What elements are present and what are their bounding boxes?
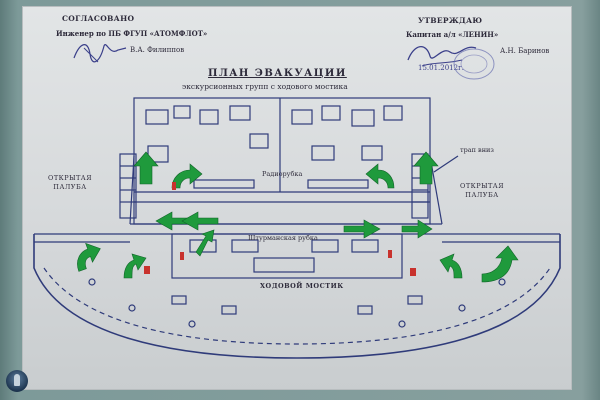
fire-extinguisher-icon xyxy=(172,182,176,190)
plan-subtitle: экскурсионных групп с ходового мостика xyxy=(182,82,348,91)
site-logo-icon xyxy=(6,370,28,392)
bridge-label: ХОДОВОЙ МОСТИК xyxy=(260,282,344,290)
signature-confirm xyxy=(407,46,477,67)
approved-role: Инженер по ПБ ФГУП «АТОМФЛОТ» xyxy=(56,29,208,38)
evacuation-arrow-icon xyxy=(133,151,159,185)
confirm-role: Капитан а/л «ЛЕНИН» xyxy=(406,30,499,39)
ladder-down-label: трап вниз xyxy=(460,146,494,154)
fire-extinguisher-icon xyxy=(388,250,392,258)
evacuation-arrow-icon xyxy=(401,219,433,239)
radio-room-label: Радиорубка xyxy=(262,170,303,178)
evacuation-arrow-icon xyxy=(181,211,219,231)
evacuation-arrow-icon xyxy=(123,253,147,279)
evacuation-plan-board: СОГЛАСОВАНО Инженер по ПБ ФГУП «АТОМФЛОТ… xyxy=(22,6,572,390)
fire-extinguisher-icon xyxy=(180,252,184,260)
evacuation-arrow-icon xyxy=(413,151,439,185)
open-deck-right-label: ОТКРЫТАЯ ПАЛУБА xyxy=(460,182,504,199)
seal-stamp-icon xyxy=(453,48,495,80)
evacuation-arrow-icon xyxy=(343,219,381,239)
evacuation-arrow-icon xyxy=(439,253,463,279)
fire-extinguisher-icon xyxy=(144,266,150,274)
signature-approved xyxy=(73,44,127,63)
confirm-name: А.Н. Баринов xyxy=(500,47,550,55)
evacuation-arrow-icon xyxy=(195,229,215,257)
floor-plan xyxy=(33,97,561,359)
evacuation-arrow-icon xyxy=(171,163,203,189)
evacuation-arrow-icon xyxy=(481,245,519,283)
approved-title: СОГЛАСОВАНО xyxy=(62,14,135,23)
open-deck-left-label: ОТКРЫТАЯ ПАЛУБА xyxy=(48,174,92,191)
approved-name: В.А. Филиппов xyxy=(130,46,185,54)
confirm-date: 15.01.2012г. xyxy=(418,64,464,72)
plan-title: ПЛАН ЭВАКУАЦИИ xyxy=(208,68,347,79)
confirm-title: УТВЕРЖДАЮ xyxy=(418,16,483,25)
evacuation-arrow-icon xyxy=(365,163,395,189)
evacuation-arrow-icon xyxy=(77,242,101,272)
navigator-room-label: Штурманская рубка xyxy=(248,234,318,242)
fire-extinguisher-icon xyxy=(410,268,416,276)
